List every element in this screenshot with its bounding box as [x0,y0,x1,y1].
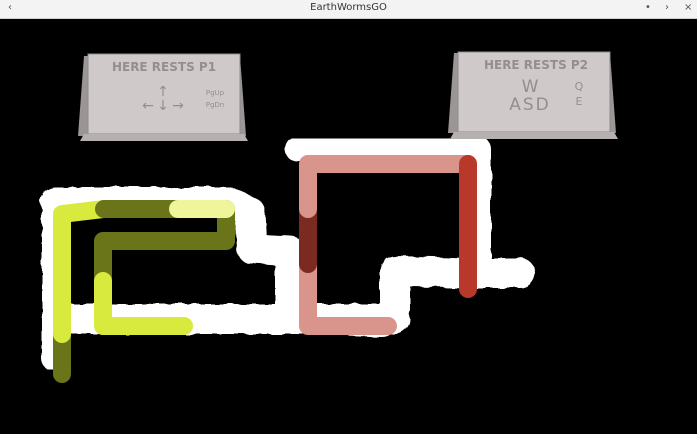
close-button[interactable]: × [684,2,693,13]
minimize-button[interactable]: • [645,2,651,13]
arrow-left-icon: ← [142,98,154,114]
arrow-right-icon: → [172,98,184,114]
worm-p1-head [94,272,193,335]
rest-sign-p1: HERE RESTS P1 ↑ ← ↓ → PgUp PgDn [78,53,248,141]
sign-p1-text: HERE RESTS P1 [112,60,216,74]
sign-p2-text: HERE RESTS P2 [484,58,588,72]
worm-p2 [299,155,477,335]
arrow-down-icon: ↓ [157,98,169,114]
sign-p2-keys-asd: ASD [509,95,551,115]
worm-p1 [53,200,235,383]
playfield: HERE RESTS P1 ↑ ← ↓ → PgUp PgDn HERE RES… [40,51,618,383]
title-bar: ‹ EarthWormsGO • › × [0,0,697,19]
sign-p2-key-e: E [576,95,583,108]
game-canvas[interactable]: HERE RESTS P1 ↑ ← ↓ → PgUp PgDn HERE RES… [0,19,697,430]
worm-p2-tail [299,255,397,335]
arrow-up-icon: ↑ [157,84,169,100]
worm-p1-body-loop [94,200,235,290]
sign-p2-key-w: W [522,77,539,97]
back-button[interactable]: ‹ [8,2,12,13]
maximize-button[interactable]: › [665,2,669,13]
worm-p2-body [299,155,477,218]
window-title: EarthWormsGO [310,2,387,13]
sign-p2-key-q: Q [575,80,584,93]
sign-p1-key-pgdn: PgDn [206,101,225,109]
worm-p1-body-left [53,200,113,343]
tunnel-upper [285,136,491,282]
sign-p1-key-pgup: PgUp [206,89,225,97]
rest-sign-p2: HERE RESTS P2 W ASD Q E [448,51,618,139]
